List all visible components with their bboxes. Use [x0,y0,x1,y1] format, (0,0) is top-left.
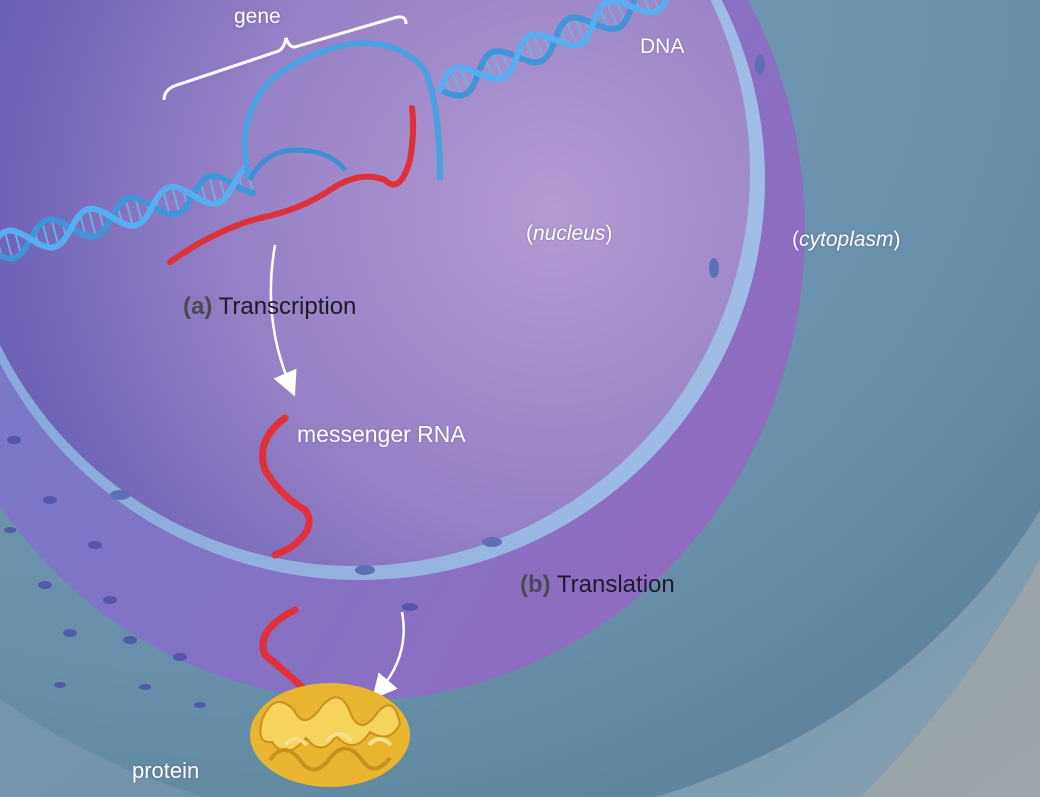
cytoplasm-word: cytoplasm [799,228,894,251]
nucleus-label: (nucleus) [526,223,612,244]
translation-word: Translation [557,571,675,598]
dna-label: DNA [640,36,684,57]
transcription-label: (a) Transcription [183,295,356,319]
cytoplasm-label: (cytoplasm) [792,229,901,250]
nucleus-close-paren: ) [605,222,612,245]
cytoplasm-open-paren: ( [792,228,799,251]
transcription-word: Transcription [219,293,357,320]
gene-label: gene [234,6,281,27]
nucleus-word: nucleus [533,222,605,245]
nucleus-open-paren: ( [526,222,533,245]
cytoplasm-close-paren: ) [894,228,901,251]
transcription-tag: (a) [183,293,212,320]
translation-tag: (b) [520,571,551,598]
protein-molecule [250,683,410,787]
translation-label: (b) Translation [520,573,675,597]
mrna-label: messenger RNA [297,423,466,446]
protein-label: protein [132,760,199,782]
